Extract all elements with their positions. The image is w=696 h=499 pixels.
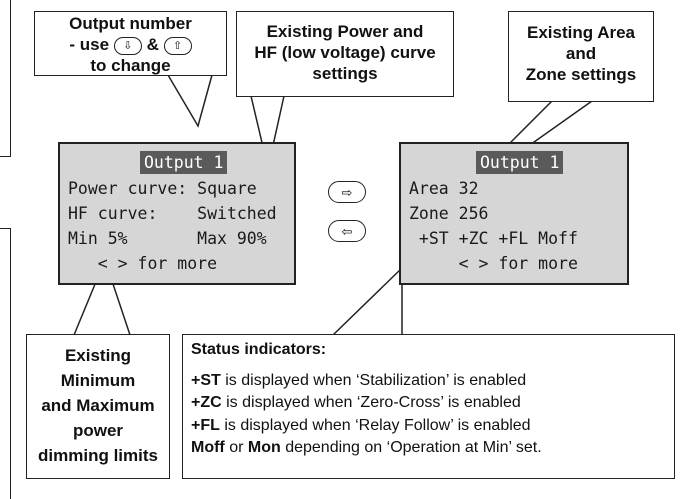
status-line-zc: +ZC is displayed when ‘Zero-Cross’ is en… [191,392,666,415]
status-line-moff-text: depending on ‘Operation at Min’ set. [280,439,542,456]
callout-min-max-line5: dimming limits [38,446,158,465]
left-arrow-icon[interactable]: ⇦ [328,220,366,242]
callout-area-zone-line3: Zone settings [525,65,637,84]
down-arrow-icon: ⇩ [113,36,142,55]
callout-min-max-line3: and Maximum [41,396,155,415]
status-line-fl: +FL is displayed when ‘Relay Follow’ is … [191,415,666,438]
callout-min-max-line4: power [72,421,124,440]
lcd-right-row-flags: +ST +ZC +FL Moff [409,229,578,248]
callout-output-number: Output number - use ⇩ & ⇧ to change [34,11,227,76]
status-line-st: +ST is displayed when ‘Stabilization’ is… [191,370,666,393]
callout-power-hf-line1: Existing Power and [266,22,424,41]
status-header: Status indicators: [191,341,327,358]
status-line-moff: Moff or Mon depending on ‘Operation at M… [191,437,666,460]
frame-edge-bottom [0,228,11,499]
code-mon: Mon [247,439,281,456]
lcd-display-right: Output 1 Area 32 Zone 256 +ST +ZC +FL Mo… [399,142,629,285]
code-fl: +FL [191,416,220,434]
callout-power-hf: Existing Power and HF (low voltage) curv… [236,11,454,97]
callout-output-number-amp: & [146,35,159,54]
callout-min-max: Existing Minimum and Maximum power dimmi… [26,334,170,479]
lcd-left-row-min-max: Min 5% Max 90% [68,229,267,248]
callout-output-number-use: - use [69,35,110,54]
lcd-left-title: Output 1 [140,151,228,174]
callout-output-number-line3: to change [90,56,171,75]
status-indicators-box: Status indicators: +ST is displayed when… [182,334,675,479]
callout-power-hf-line2: HF (low voltage) curve [254,43,436,62]
status-line-moff-or: or [224,439,248,456]
lcd-left-row-more: < > for more [68,254,218,273]
status-line-fl-text: is displayed when ‘Relay Follow’ is enab… [219,416,531,434]
lcd-right-row-area: Area 32 [409,179,479,198]
callout-output-number-line1: Output number [69,14,192,33]
up-arrow-icon: ⇧ [163,36,192,55]
frame-edge-top [0,0,11,157]
callout-min-max-line2: Minimum [60,371,136,390]
lcd-left-row-power-curve: Power curve: Square [68,179,257,198]
lcd-left-row-hf-curve: HF curve: Switched [68,204,277,223]
lcd-right-row-zone: Zone 256 [409,204,489,223]
lcd-right-title: Output 1 [476,151,564,174]
callout-output-number-line2: - use ⇩ & ⇧ [35,34,226,55]
callout-min-max-line1: Existing [64,346,132,365]
lcd-display-left: Output 1 Power curve: Square HF curve: S… [58,142,296,285]
callout-area-zone-line1: Existing Area [526,23,636,42]
status-line-st-text: is displayed when ‘Stabilization’ is ena… [220,371,527,389]
right-arrow-icon[interactable]: ⇨ [328,181,366,203]
callout-area-zone-line2: and [565,44,597,63]
callout-power-hf-line3: settings [312,64,378,83]
code-st: +ST [191,371,221,389]
code-zc: +ZC [191,394,222,411]
pointer-status [332,266,403,336]
callout-area-zone: Existing Area and Zone settings [508,11,654,102]
code-moff: Moff [191,439,225,456]
pointer-output-number [167,74,213,128]
status-line-zc-text: is displayed when ‘Zero-Cross’ is enable… [221,394,521,411]
lcd-right-row-more: < > for more [409,254,578,273]
